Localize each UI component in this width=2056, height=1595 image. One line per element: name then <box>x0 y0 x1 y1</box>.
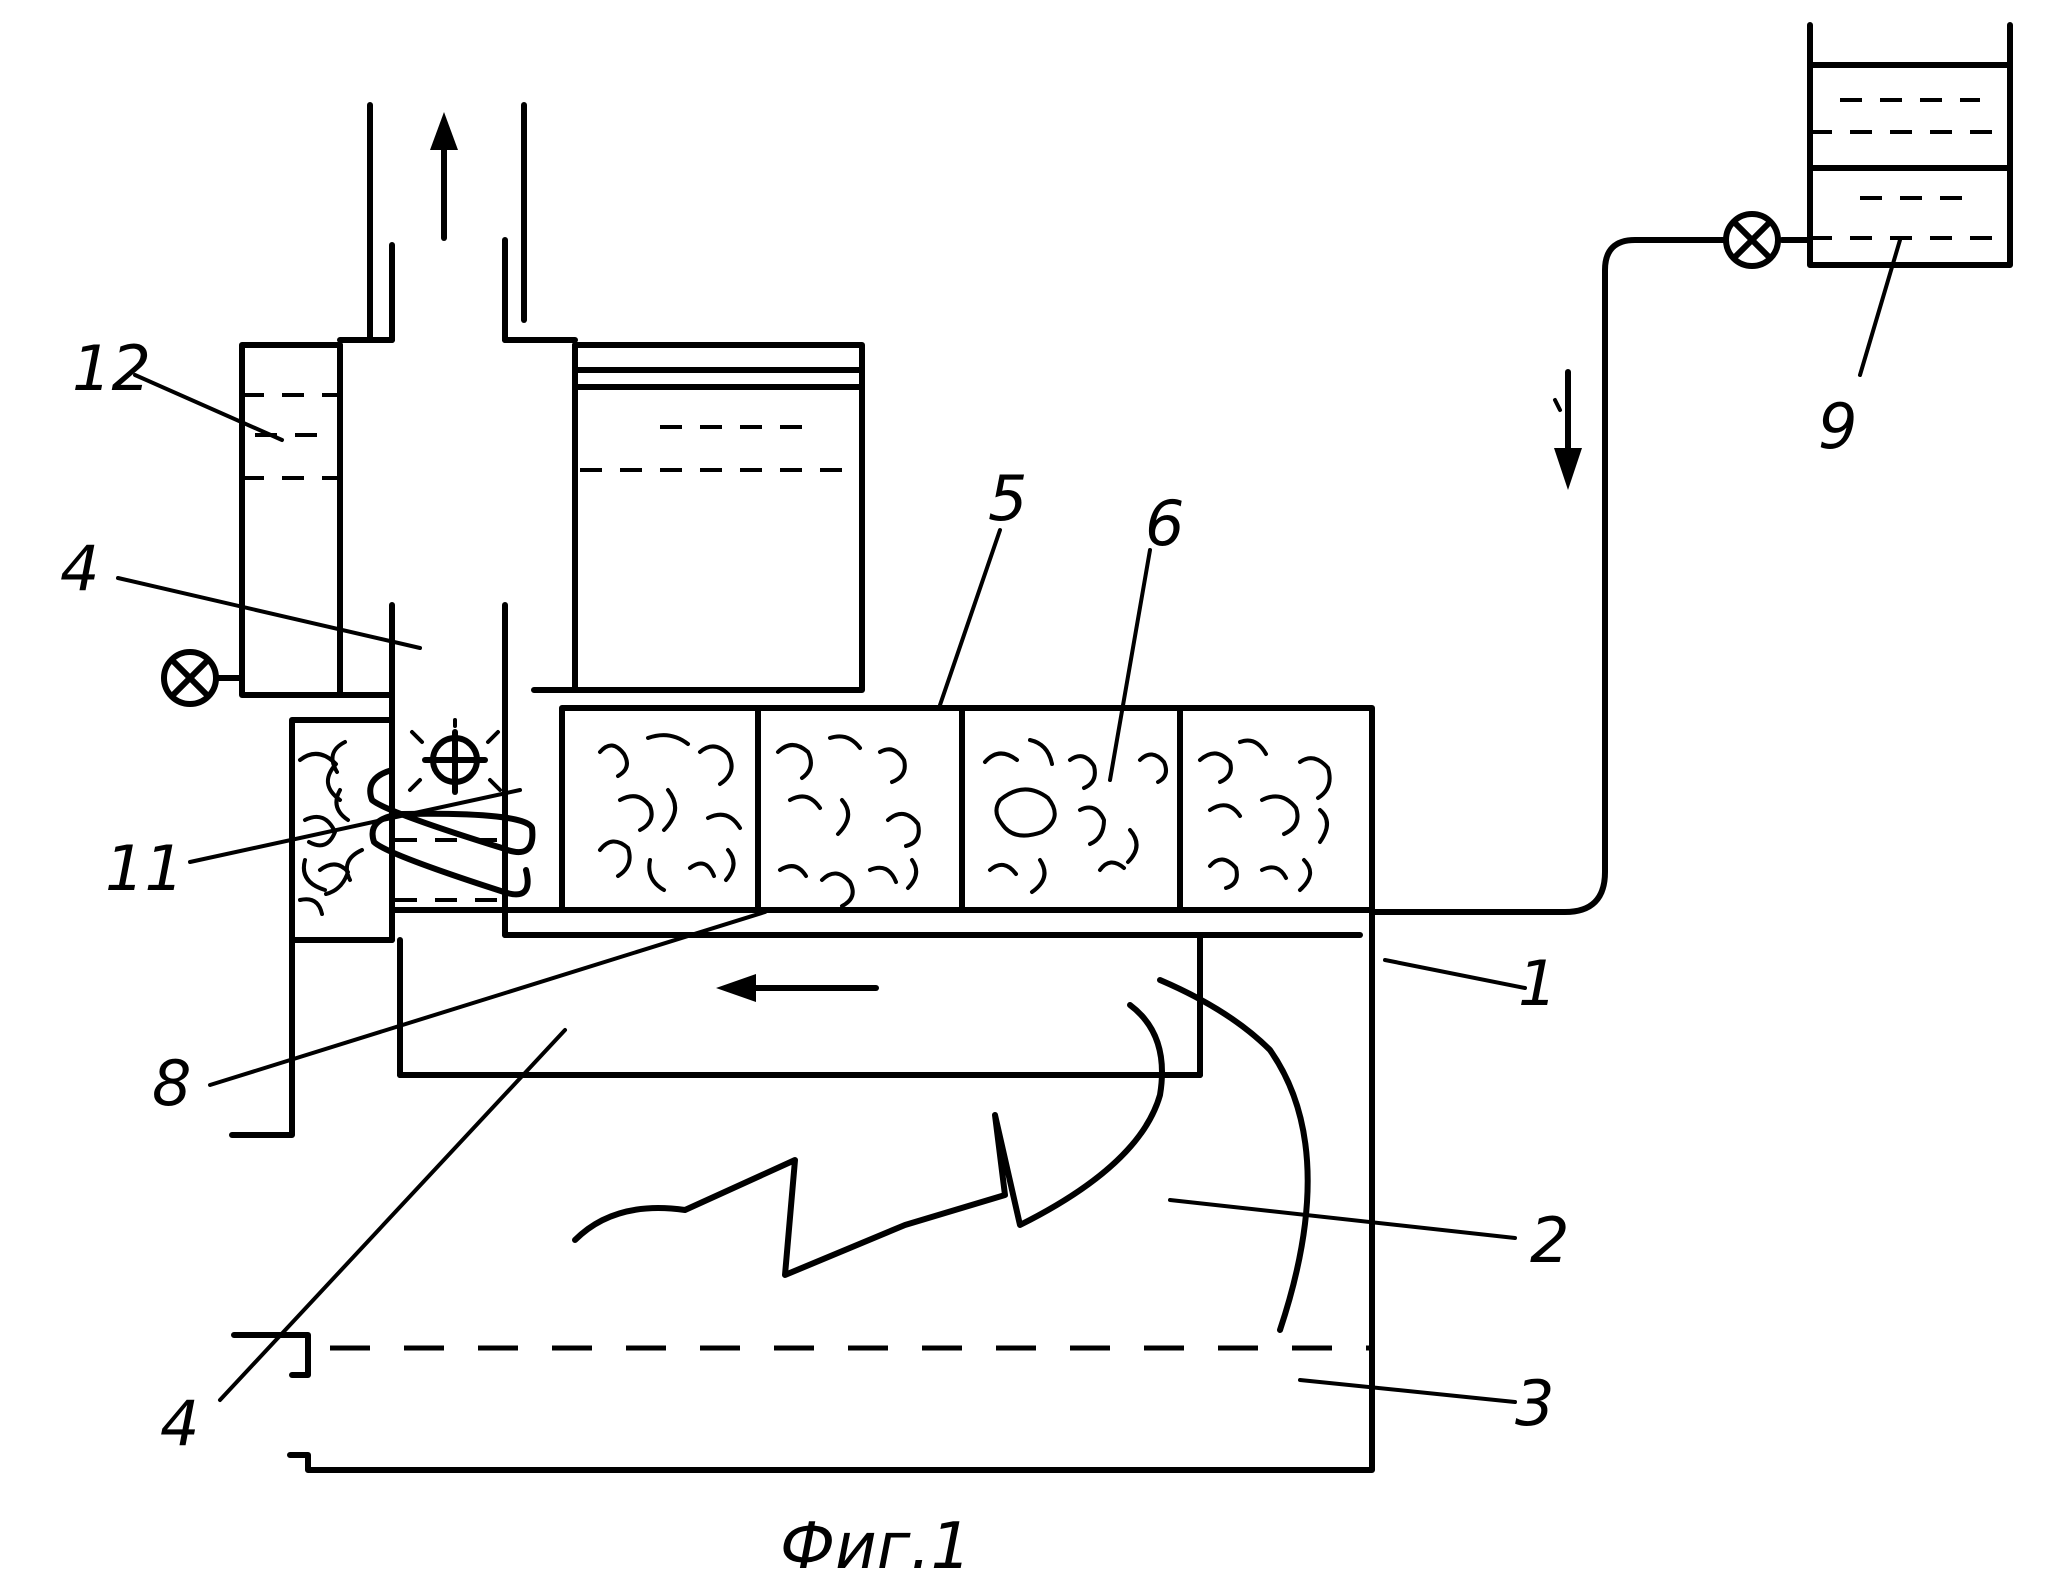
filler-material <box>598 733 1332 908</box>
label-2: 2 <box>1530 1204 1569 1277</box>
tank-12 <box>239 342 395 698</box>
label-1: 1 <box>1518 947 1557 1020</box>
label-5: 5 <box>988 462 1027 535</box>
label-4-bottom: 4 <box>160 1387 199 1460</box>
exhaust-arrow-icon <box>430 112 458 241</box>
supply-pipe <box>1369 237 1813 915</box>
chimney <box>337 102 578 343</box>
burner-icon <box>408 718 502 795</box>
label-4-top: 4 <box>60 532 99 605</box>
flame-icon <box>572 977 1311 1333</box>
furnace-body <box>229 907 1375 1473</box>
label-8: 8 <box>152 1047 191 1120</box>
flow-arrow-icon <box>716 974 879 1002</box>
chamber-5 <box>389 705 1375 913</box>
label-11: 11 <box>105 832 184 905</box>
label-6: 6 <box>1145 487 1184 560</box>
leader-lines <box>116 238 1902 1404</box>
down-arrow-icon <box>1554 369 1582 490</box>
tank-9 <box>1807 22 2013 268</box>
flue-channel <box>389 602 1363 938</box>
heating-coil <box>367 767 536 902</box>
figure-caption: Фиг.1 <box>780 1510 971 1584</box>
label-9: 9 <box>1818 390 1857 463</box>
label-3: 3 <box>1515 1367 1554 1440</box>
valve-icon <box>1723 211 1781 269</box>
water-tank <box>531 342 865 693</box>
valve-icon <box>161 649 245 707</box>
label-12: 12 <box>72 332 151 405</box>
